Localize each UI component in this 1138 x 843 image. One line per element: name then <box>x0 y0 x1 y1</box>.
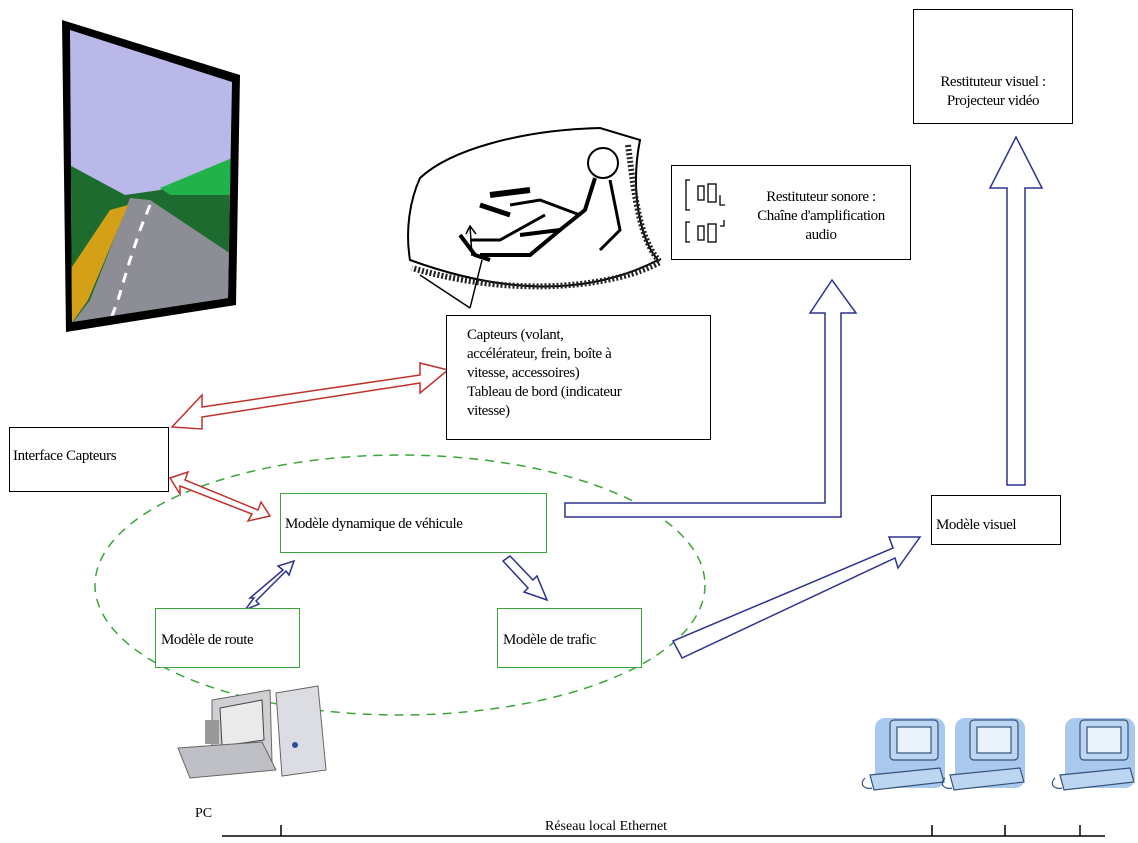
pc-scope-ellipse <box>94 454 706 716</box>
modele-route-label: Modèle de route <box>161 632 254 648</box>
modele-dynamique-box: Modèle dynamique de véhicule <box>280 493 547 553</box>
restituteur-visuel-line-2: Projecteur vidéo <box>946 93 1040 109</box>
restituteur-visuel-box: Restituteur visuel : Projecteur vidéo <box>913 9 1073 124</box>
data-arrow <box>242 135 1044 659</box>
restituteur-sonore-box: Restituteur sonore : Chaîne d'amplificat… <box>671 165 911 260</box>
pc-label: PC <box>195 806 213 821</box>
modele-visuel-box: Modèle visuel <box>931 495 1061 545</box>
driver-cockpit-icon <box>407 126 665 309</box>
modele-trafic-box: Modèle de trafic <box>497 608 642 668</box>
restituteur-sonore-line-1: Restituteur sonore : <box>766 189 876 205</box>
capteurs-line-2: accélérateur, frein, boîte à <box>467 346 612 362</box>
ethernet-line <box>222 825 1105 837</box>
capteurs-line-4: Tableau de bord (indicateur <box>467 384 622 400</box>
modele-visuel-label: Modèle visuel <box>936 517 1017 533</box>
restituteur-visuel-line-1: Restituteur visuel : <box>940 74 1046 90</box>
capteurs-line-3: vitesse, accessoires) <box>467 365 580 381</box>
ethernet-label: Réseau local Ethernet <box>545 819 668 834</box>
screen-scene-icon <box>62 20 240 332</box>
restituteur-sonore-line-2: Chaîne d'amplification <box>757 208 885 224</box>
workstation-icon <box>861 718 1135 791</box>
capteurs-line-5: vitesse) <box>467 403 510 419</box>
capteurs-box: Capteurs (volant, accélérateur, frein, b… <box>446 315 711 440</box>
interface-capteurs-label: Interface Capteurs <box>13 448 117 464</box>
capteurs-line-1: Capteurs (volant, <box>467 327 564 343</box>
modele-route-box: Modèle de route <box>155 608 300 668</box>
pc-icon <box>177 685 327 779</box>
restituteur-sonore-line-3: audio <box>805 227 837 243</box>
speaker-icon <box>685 179 725 243</box>
modele-trafic-label: Modèle de trafic <box>503 632 596 648</box>
interface-capteurs-box: Interface Capteurs <box>9 427 169 492</box>
modele-dynamique-label: Modèle dynamique de véhicule <box>285 516 463 532</box>
